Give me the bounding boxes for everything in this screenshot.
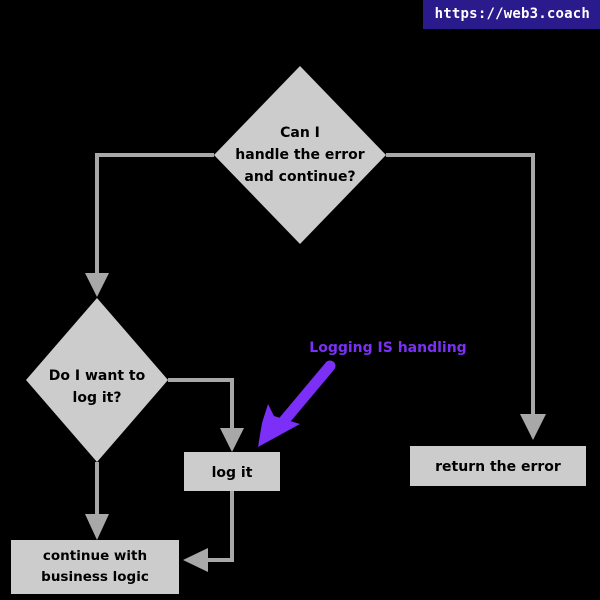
node-label-line-2: business logic <box>41 569 149 585</box>
connector-group <box>85 153 546 572</box>
node-label-line-1: log it <box>212 465 253 481</box>
annotation-label: Logging IS handling <box>309 340 466 356</box>
node-label-line-1: Can I <box>280 125 320 141</box>
arrowhead-logquestion-to-continue <box>85 514 109 540</box>
connector-logit-to-continue <box>205 491 234 562</box>
node-label-line-3: and continue? <box>244 169 355 185</box>
watermark-badge: https://web3.coach <box>422 0 600 29</box>
node-label-line-2: handle the error <box>235 147 365 163</box>
annotation-arrowhead <box>258 404 300 447</box>
diamond-shape <box>26 298 168 462</box>
connector-handle-to-log-question <box>95 153 214 275</box>
annotation-arrow <box>258 360 336 447</box>
node-continue-with-business-logic[interactable]: continue with business logic <box>11 540 179 594</box>
connector-logquestion-to-logit <box>168 378 234 430</box>
connector-handle-to-return <box>386 153 535 415</box>
rect-shape <box>184 452 280 491</box>
node-can-i-handle[interactable]: Can I handle the error and continue? <box>214 66 386 244</box>
arrowhead-logquestion-to-logit <box>220 428 244 452</box>
node-log-it[interactable]: log it <box>184 452 280 491</box>
node-label-line-2: log it? <box>73 390 122 406</box>
annotation-arrow-shaft <box>272 360 336 434</box>
node-label-line-1: return the error <box>435 459 561 475</box>
node-return-the-error[interactable]: return the error <box>410 446 586 486</box>
rect-shape <box>410 446 586 486</box>
watermark-label: https://web3.coach <box>434 6 590 22</box>
rect-shape <box>11 540 179 594</box>
node-label-line-1: Do I want to <box>49 368 146 384</box>
diamond-shape <box>214 66 386 244</box>
node-do-i-want-to-log[interactable]: Do I want to log it? <box>26 298 168 462</box>
node-label-line-1: continue with <box>43 548 147 564</box>
arrowhead-logit-to-continue <box>183 548 208 572</box>
arrowhead-handle-to-return <box>520 414 546 440</box>
arrowhead-handle-to-log-question <box>85 273 109 297</box>
